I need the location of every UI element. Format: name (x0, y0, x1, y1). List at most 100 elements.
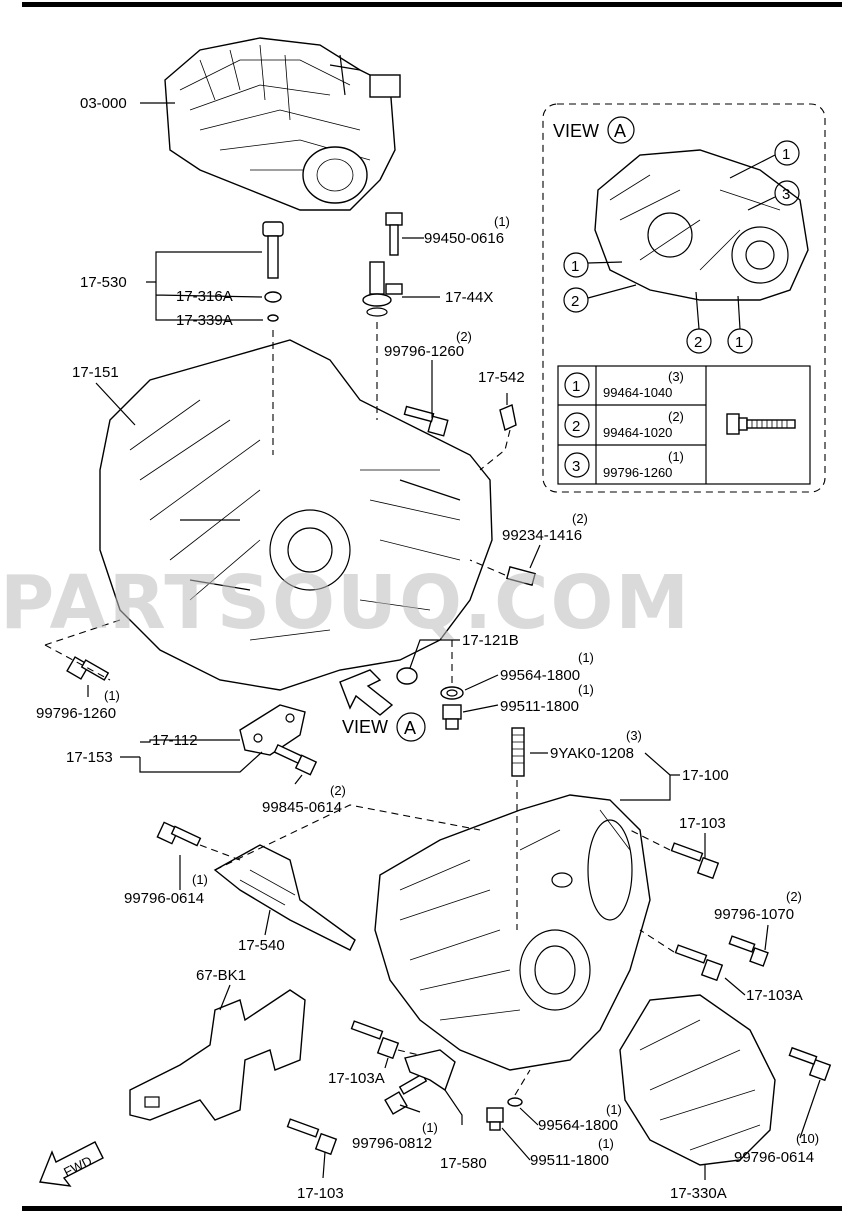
label-99796-0614-left: 99796-0614 (124, 890, 204, 907)
qty-99796-1260-left: (1) (104, 688, 120, 703)
label-17-112: 17-112 (152, 732, 198, 749)
view-arrow-title: VIEW (342, 717, 388, 737)
qty-99234: (2) (572, 511, 588, 526)
transaxle-assembly-drawing (164, 37, 401, 211)
plug-99511-bottom-drawing (486, 1107, 504, 1131)
view-a-callout-1-left: 1 (563, 252, 623, 278)
svg-text:3: 3 (782, 186, 790, 203)
clip-17-542-drawing (479, 404, 517, 471)
plug-99511-drawing (442, 704, 462, 730)
pin-99234-drawing (506, 565, 536, 587)
label-17-530: 17-530 (80, 274, 127, 291)
view-a-letter: A (614, 121, 626, 141)
label-99511-bottom: 99511-1800 (530, 1152, 609, 1169)
table-row-2-qty: (2) (668, 409, 684, 424)
label-17-121B: 17-121B (462, 632, 519, 649)
gasket-99564-bottom-drawing (507, 1097, 523, 1107)
qty-99796-1070: (2) (786, 889, 802, 904)
svg-text:1: 1 (735, 334, 743, 351)
label-17-153: 17-153 (66, 749, 113, 766)
label-99564-bottom: 99564-1800 (538, 1117, 618, 1134)
table-row-2-num: 2 (572, 418, 580, 435)
cover-17-330A-drawing (619, 994, 776, 1166)
svg-text:1: 1 (571, 258, 579, 275)
table-row-3-num: 3 (572, 458, 580, 475)
label-99796-0614-right: 99796-0614 (734, 1149, 814, 1166)
clutch-housing-drawing (99, 339, 493, 691)
label-99796-1260-left: 99796-1260 (36, 705, 116, 722)
qty-99511-top: (1) (578, 682, 594, 697)
view-a-panel: VIEW A 1 3 1 2 2 (542, 103, 826, 493)
bracket-17-540-drawing (213, 844, 356, 951)
bolt-17-530-drawing (262, 221, 284, 322)
bracket-67-BK1-drawing (129, 989, 306, 1121)
bolt-99845-drawing (273, 743, 318, 776)
label-99796-1260-top: 99796-1260 (384, 343, 464, 360)
table-row-1-num: 1 (572, 378, 580, 395)
stud-9YAK0-drawing (511, 727, 525, 777)
table-row-3-code: 99796-1260 (603, 465, 672, 480)
qty-99796-0614-right: (10) (796, 1131, 819, 1146)
bottom-rule (22, 1206, 842, 1211)
watermark: PARTSOUQ.COM (0, 560, 691, 646)
svg-text:2: 2 (571, 293, 579, 310)
gasket-99564-drawing (440, 686, 464, 700)
bolt-99796-1070-drawing (728, 935, 769, 967)
flange-bolt-icon (726, 413, 796, 435)
label-17-103A-left: 17-103A (328, 1070, 385, 1087)
label-99450: 99450-0616 (424, 230, 504, 247)
label-17-540: 17-540 (238, 937, 285, 954)
label-17-103A-right: 17-103A (746, 987, 803, 1004)
label-17-580: 17-580 (440, 1155, 487, 1172)
svg-text:1: 1 (782, 146, 790, 163)
label-17-103-bottom: 17-103 (297, 1185, 344, 1202)
view-a-arrow: VIEW A (339, 669, 426, 742)
qty-99796-0812: (1) (422, 1120, 438, 1135)
qty-9YAK0: (3) (626, 728, 642, 743)
label-17-100: 17-100 (682, 767, 729, 784)
bolt-99450-drawing (385, 212, 403, 256)
label-99796-1070: 99796-1070 (714, 906, 794, 923)
label-99564-top: 99564-1800 (500, 667, 580, 684)
label-17-316A: 17-316A (176, 288, 233, 305)
bolt-17-103-bottom-drawing (286, 1118, 338, 1156)
bolt-17-103-right-drawing (670, 842, 720, 880)
label-17-339A: 17-339A (176, 312, 233, 329)
label-99511-top: 99511-1800 (500, 698, 579, 715)
qty-99564-bottom: (1) (606, 1102, 622, 1117)
qty-99511-bottom: (1) (598, 1136, 614, 1151)
leader-lines (87, 102, 821, 1180)
bolt-99796-0614-right-drawing (788, 1046, 832, 1082)
speed-sensor-drawing (362, 261, 403, 317)
label-17-151: 17-151 (72, 364, 119, 381)
svg-text:2: 2 (694, 334, 702, 351)
bolt-99796-0614-left-drawing (156, 821, 202, 847)
label-17-330A: 17-330A (670, 1185, 727, 1202)
label-67-BK1: 67-BK1 (196, 967, 246, 984)
bolt-17-103A-right-drawing (674, 944, 724, 982)
view-a-title: VIEW (553, 121, 599, 141)
transaxle-case-drawing (374, 794, 651, 1071)
qty-99450: (1) (494, 214, 510, 229)
table-row-2-code: 99464-1020 (603, 425, 672, 440)
label-17-103-right: 17-103 (679, 815, 726, 832)
qty-99845: (2) (330, 783, 346, 798)
label-99234: 99234-1416 (502, 527, 582, 544)
plug-17-121B-drawing (396, 667, 418, 685)
view-a-callout-1-bottom: 1 (727, 295, 753, 354)
table-row-1-code: 99464-1040 (603, 385, 672, 400)
view-a-callout-2-left: 2 (563, 284, 637, 313)
bolt-17-103A-left-drawing (350, 1020, 400, 1060)
qty-99564-top: (1) (578, 650, 594, 665)
view-a-callout-2-bottom: 2 (686, 291, 712, 354)
view-a-callout-3: 3 (747, 180, 800, 211)
bracket-17-112-drawing (239, 704, 306, 756)
qty-99796-1260-top: (2) (456, 329, 472, 344)
label-17-44X: 17-44X (445, 289, 493, 306)
top-rule (22, 2, 842, 7)
label-17-542: 17-542 (478, 369, 525, 386)
part-labels: 03-000 (1) 99450-0616 17-530 17-316A 17-… (36, 95, 819, 1202)
view-a-callout-1-top: 1 (729, 140, 800, 179)
bolt-table: 1 (3) 99464-1040 2 (2) 99464-1020 3 (1) … (557, 365, 811, 485)
